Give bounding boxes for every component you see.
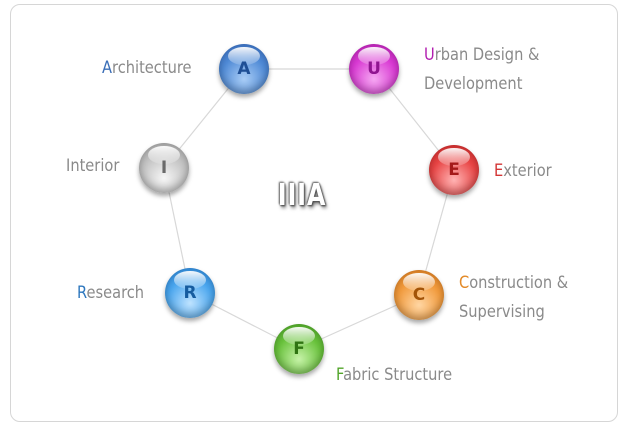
exterior-label[interactable]: Exterior: [494, 161, 552, 181]
research-label[interactable]: Research: [77, 283, 145, 303]
exterior-node[interactable]: E: [429, 145, 479, 195]
orange-sphere-icon: C: [412, 285, 426, 305]
architecture-label[interactable]: Architecture: [102, 58, 192, 78]
fabric-structure-node[interactable]: F: [274, 324, 324, 374]
gray-sphere-icon: I: [160, 158, 168, 178]
fabric-structure-label[interactable]: Fabric Structure: [336, 365, 453, 385]
construction-node[interactable]: C: [394, 270, 444, 320]
urban-design-node[interactable]: U: [349, 44, 399, 94]
center-title: IIIA: [277, 178, 327, 213]
architecture-node[interactable]: A: [219, 44, 269, 94]
interior-label[interactable]: Interior: [66, 156, 120, 176]
interior-node[interactable]: I: [139, 143, 189, 193]
green-sphere-icon: F: [293, 339, 305, 359]
construction-label[interactable]: Construction &Supervising: [459, 273, 569, 322]
research-node[interactable]: R: [165, 268, 215, 318]
urban-design-label[interactable]: Urban Design &Development: [424, 45, 540, 94]
red-sphere-icon: E: [448, 160, 460, 180]
magenta-sphere-icon: U: [367, 59, 381, 79]
light-blue-sphere-icon: R: [183, 283, 197, 303]
blue-sphere-icon: A: [237, 59, 251, 79]
